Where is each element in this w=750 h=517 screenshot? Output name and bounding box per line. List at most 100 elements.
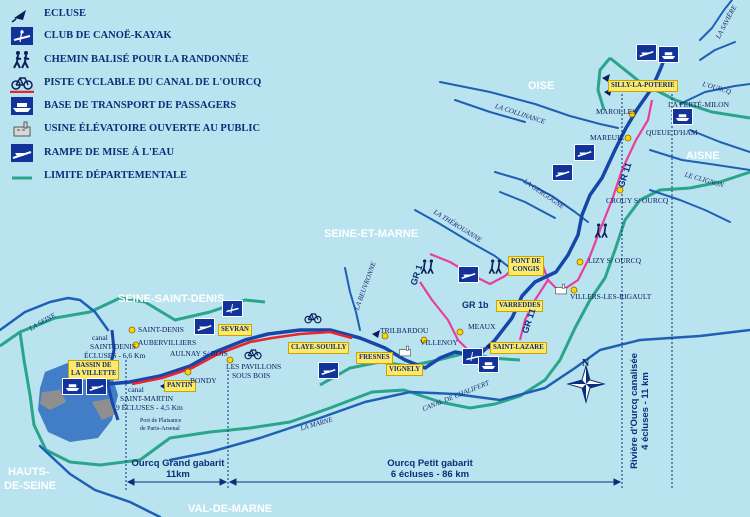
dept-seine-saint-denis: SEINE-SAINT-DENIS <box>118 293 225 305</box>
canal-saint-denis-label: ÉCLUSES - 6,6 Km <box>84 351 146 360</box>
canal-saint-martin-label: canal <box>128 385 144 394</box>
dept-oise: OISE <box>528 80 555 92</box>
grand-gabarit-line: Ourcq Grand gabarit <box>131 458 225 469</box>
port-arsenal-label: Port de Plaisance <box>140 418 182 424</box>
launch-ramp-icon <box>458 266 479 283</box>
paris-grey-area <box>40 390 66 410</box>
town-saint-lazare: SAINT-LAZARE <box>490 342 547 354</box>
petit-gabarit-line: Ourcq Petit gabarit <box>387 458 473 469</box>
bassin-line: LA VILLETTE <box>71 370 117 377</box>
legend-label: USINE ÉLÉVATOIRE OUVERTE AU PUBLIC <box>44 123 261 134</box>
legend-row-dept-limit: LIMITE DÉPARTEMENTALE <box>10 166 310 186</box>
hikers-icon <box>594 223 608 239</box>
grand-gabarit-line: 11km <box>166 469 190 480</box>
dept-hauts-de-seine: HAUTS- <box>8 466 50 478</box>
legend-label: BASE DE TRANSPORT DE PASSAGERS <box>44 100 237 111</box>
boat-icon <box>672 108 693 125</box>
launch-ramp-icon <box>574 144 595 161</box>
town-bassin-de-la-villette: BASSIN DE LA VILLETTE <box>68 360 120 380</box>
canal-saint-denis-label: SAINT-DENIS <box>90 342 136 351</box>
riviere-canalisee-label: Rivière d'Ourcq canalisée 4 écluses - 11… <box>629 311 651 511</box>
legend-label: LIMITE DÉPARTEMENTALE <box>44 170 188 181</box>
bicycle-icon <box>10 77 34 93</box>
legend-label: PISTE CYCLABLE DU CANAL DE L'OURCQ <box>44 77 262 88</box>
saint-martin-canal <box>106 383 120 421</box>
dept-limit-line-icon <box>12 176 32 180</box>
boat-icon <box>62 378 83 395</box>
town-bondy: BONDY <box>190 376 217 385</box>
legend-label: CHEMIN BALISÉ POUR LA RANDONNÉE <box>44 54 249 65</box>
launch-ramp-icon <box>194 318 215 335</box>
legend-row-lock: ECLUSE <box>10 4 310 24</box>
town-varreddes: VARREDDES <box>496 300 544 312</box>
compass-rose <box>566 364 606 404</box>
town-crouy: CROUY S/ OURCQ <box>606 196 669 205</box>
bassin-line: BASSIN DE <box>75 362 112 369</box>
town-aubervilliers: AUBERVILLIERS <box>138 338 197 347</box>
town-silly-la-poterie: SILLY-LA-POTERIE <box>608 80 678 92</box>
town-marolles: MAROLLES <box>596 107 637 116</box>
town-la-ferte-milon: LA FERTÉ-MILON <box>668 100 730 109</box>
town-lizy: LIZY S/ OURCQ <box>588 256 642 265</box>
hikers-icon <box>488 259 502 275</box>
town-pont-de-congis-line: PONT DE <box>511 258 541 265</box>
trail-gr1b: GR 1b <box>462 300 489 310</box>
canoe-icon <box>222 300 243 317</box>
cycle-path <box>131 330 353 386</box>
town-vignely: VIGNELY <box>386 364 424 376</box>
dept-val-de-marne: VAL-DE-MARNE <box>188 503 273 515</box>
canoe-icon <box>462 348 483 365</box>
boat-icon <box>478 356 499 373</box>
canoe-icon <box>11 27 33 45</box>
town-fresnes: FRESNES <box>356 352 393 364</box>
factory-icon <box>555 283 567 295</box>
town-meaux: MEAUX <box>468 322 496 331</box>
launch-ramp-icon <box>318 362 339 379</box>
bicycle-icon <box>244 349 262 360</box>
gabarit-dimensions <box>125 90 673 490</box>
boat-icon <box>11 97 33 115</box>
town-queue-dham: QUEUE D'HAM <box>646 128 698 137</box>
legend-row-canoe: CLUB DE CANOË-KAYAK <box>10 26 310 46</box>
town-saint-denis: SAINT-DENIS <box>138 325 184 334</box>
hikers-icon <box>13 51 30 69</box>
ourcq-canal <box>106 53 668 386</box>
petit-gabarit-line: 6 écluses - 86 km <box>390 469 470 480</box>
town-sevran: SEVRAN <box>218 324 252 336</box>
riviere-canalisee-line: Rivière d'Ourcq canalisée <box>629 353 640 469</box>
launch-ramp-icon <box>11 144 33 162</box>
launch-ramp-icon <box>86 378 107 395</box>
petit-gabarit-label: Ourcq Petit gabarit 6 écluses - 86 km <box>330 458 530 480</box>
town-aulnay: AULNAY S/ BOIS <box>170 349 228 358</box>
factory-icon <box>399 345 411 357</box>
town-villers: VILLERS-LES-RIGAULT <box>570 292 652 301</box>
dept-hauts-de-seine: DE-SEINE <box>4 480 56 492</box>
town-trilbardou: TRILBARDOU <box>380 326 429 335</box>
legend-row-hiking: CHEMIN BALISÉ POUR LA RANDONNÉE <box>10 50 310 70</box>
town-pont-de-congis-line: CONGIS <box>512 266 540 273</box>
vincennes-grey-area <box>92 398 116 420</box>
boat-icon <box>658 46 679 63</box>
town-pavillons: SOUS BOIS <box>232 371 271 380</box>
legend-label: ECLUSE <box>44 8 87 19</box>
legend-row-factory: USINE ÉLÉVATOIRE OUVERTE AU PUBLIC <box>10 119 310 139</box>
town-mareuil: MAREUIL <box>590 133 625 142</box>
town-claye-souilly: CLAYE-SOUILLY <box>288 342 350 354</box>
dept-seine-et-marne: SEINE-ET-MARNE <box>324 228 419 240</box>
legend-row-cycle: PISTE CYCLABLE DU CANAL DE L'OURCQ <box>10 73 310 93</box>
port-arsenal-label: de Paris-Arsenal <box>140 426 180 432</box>
town-pantin: PANTIN <box>164 380 196 392</box>
town-villenoy: VILLENOY <box>420 338 458 347</box>
town-pont-de-congis: PONT DE CONGIS <box>508 256 544 276</box>
town-dots <box>128 110 636 376</box>
grand-gabarit-label: Ourcq Grand gabarit 11km <box>130 458 226 480</box>
legend-row-ramp: RAMPE DE MISE Á L'EAU <box>10 143 310 163</box>
launch-ramp-icon <box>552 164 573 181</box>
legend-row-boat: BASE DE TRANSPORT DE PASSAGERS <box>10 96 310 116</box>
legend-label: CLUB DE CANOË-KAYAK <box>44 30 172 41</box>
canal-saint-denis-label: canal <box>92 333 108 342</box>
dept-aisne: AISNE <box>686 150 720 162</box>
